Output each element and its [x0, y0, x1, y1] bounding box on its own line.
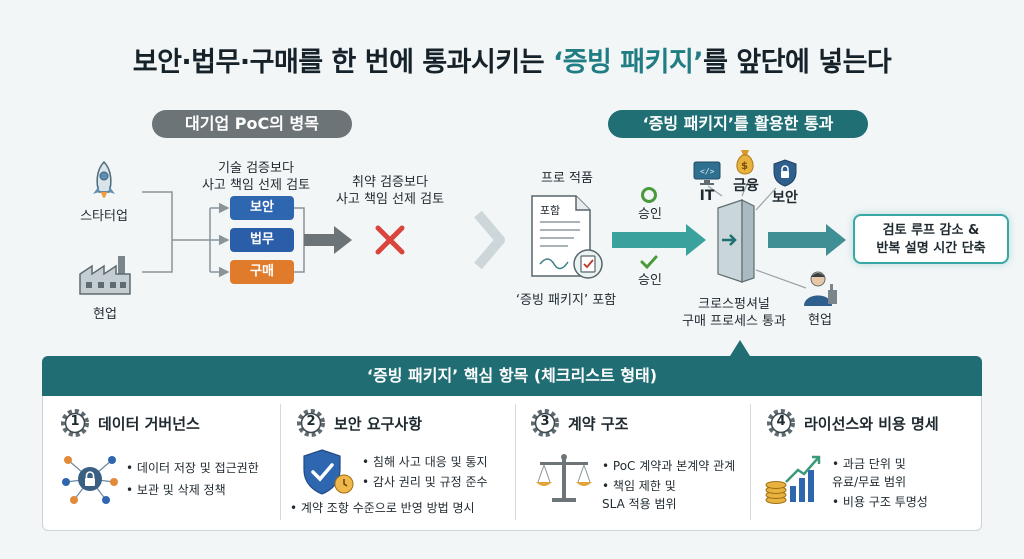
checklist-panel-header: ‘증빙 패키지’ 핵심 항목 (체크리스트 형태)	[42, 356, 982, 396]
column-3-bullet: 책임 제한 및	[602, 478, 676, 495]
column-divider	[750, 404, 751, 520]
bottleneck-pill: 대기업 PoC의 병목	[152, 110, 352, 138]
dept-legal: 법무	[230, 228, 294, 252]
finance-label: 금융	[733, 178, 759, 194]
column-4-bullet: 비용 구조 투명성	[832, 494, 928, 511]
dept-security: 보안	[230, 196, 294, 220]
flow-connectors	[142, 181, 846, 356]
shield-check-icon	[300, 448, 356, 496]
column-4-title: 라이선스와 비용 명세	[804, 415, 939, 433]
column-4-number: 4	[776, 414, 786, 429]
column-1-number: 1	[70, 414, 80, 429]
reject-note-line1: 취약 검증보다	[352, 175, 428, 190]
gate-icon	[712, 198, 760, 284]
right-field-label: 현업	[808, 313, 832, 328]
rocket-icon	[88, 160, 120, 206]
column-3-number: 3	[540, 414, 550, 429]
title-suffix: 를 앞단에 넣는다	[703, 47, 892, 78]
column-2-bullet: 계약 조항 수준으로 반영 방법 명시	[290, 500, 475, 517]
column-3-bullet-cont: SLA 적용 범위	[602, 497, 677, 511]
doc-inner-label: 포함	[539, 204, 561, 217]
outcome-line2: 반복 설명 시간 단축	[876, 241, 986, 256]
dept-purchase: 구매	[230, 260, 294, 284]
column-1-bullet: 데이터 저장 및 접근권한	[126, 460, 259, 477]
review-note-line1: 기술 검증보다	[218, 161, 294, 176]
approve-label-2: 승인	[638, 273, 662, 288]
scales-icon	[534, 452, 594, 504]
page-title: 보안·법무·구매를 한 번에 통과시키는 ‘증빙 패키지’를 앞단에 넣는다	[0, 40, 1024, 79]
security-label: 보안	[772, 190, 798, 206]
monitor-icon: </>	[692, 160, 722, 186]
money-bag-icon: $	[732, 146, 758, 176]
gate-caption-line2: 구매 프로세스 통과	[682, 314, 786, 329]
coins-growth-icon	[764, 452, 824, 506]
column-2-number: 2	[306, 414, 316, 429]
approve-circle-icon	[640, 186, 658, 204]
column-1-bullet: 보관 및 삭제 정책	[126, 482, 226, 499]
review-note-line2: 사고 책임 선제 검토	[201, 178, 311, 193]
svg-text:</>: </>	[700, 167, 715, 176]
column-2-bullet: 감사 권리 및 규정 준수	[362, 474, 488, 491]
svg-text:$: $	[741, 161, 748, 172]
title-prefix: 보안·법무·구매를 한 번에 통과시키는	[132, 47, 553, 78]
reject-note-line2: 사고 책임 선제 검토	[335, 192, 445, 207]
doc-caption: ‘증빙 패키지’ 포함	[515, 293, 617, 308]
column-3-bullet: PoC 계약과 본계약 관계	[602, 458, 735, 475]
column-2-title: 보안 요구사항	[334, 415, 423, 433]
doc-header: 프로 적품	[541, 171, 593, 186]
gear-number-2-icon	[296, 408, 326, 438]
title-highlight: ‘증빙 패키지’	[552, 47, 704, 78]
evidence-pass-pill: ‘증빙 패키지’를 활용한 통과	[608, 110, 868, 138]
gate-caption-line1: 크로스펑셔널	[698, 297, 770, 312]
data-governance-network-icon	[60, 452, 120, 506]
document-icon	[524, 190, 610, 286]
column-3-title: 계약 구조	[568, 415, 629, 433]
column-2-bullet: 침해 사고 대응 및 통지	[362, 454, 488, 471]
approve-label-1: 승인	[638, 207, 662, 222]
worker-person-icon	[800, 268, 840, 308]
factory-icon	[78, 252, 132, 296]
column-divider	[515, 404, 516, 520]
gear-number-3-icon	[530, 408, 560, 438]
outcome-line1: 검토 루프 감소 &	[882, 223, 980, 238]
shield-lock-icon	[772, 158, 798, 188]
gear-number-4-icon	[766, 408, 796, 438]
column-divider	[280, 404, 281, 520]
column-1-title: 데이터 거버넌스	[98, 415, 200, 433]
it-label: IT	[699, 188, 715, 204]
reject-x-icon	[372, 222, 408, 258]
column-4-bullet-cont: 유료/무료 범위	[832, 475, 907, 489]
outcome-box: 검토 루프 감소 & 반복 설명 시간 단축	[853, 214, 1009, 264]
field-label: 현업	[93, 307, 117, 322]
startup-label: 스타터업	[80, 209, 128, 224]
approve-check-icon	[640, 254, 658, 270]
gear-number-1-icon	[60, 408, 90, 438]
column-4-bullet: 과금 단위 및	[832, 456, 906, 473]
